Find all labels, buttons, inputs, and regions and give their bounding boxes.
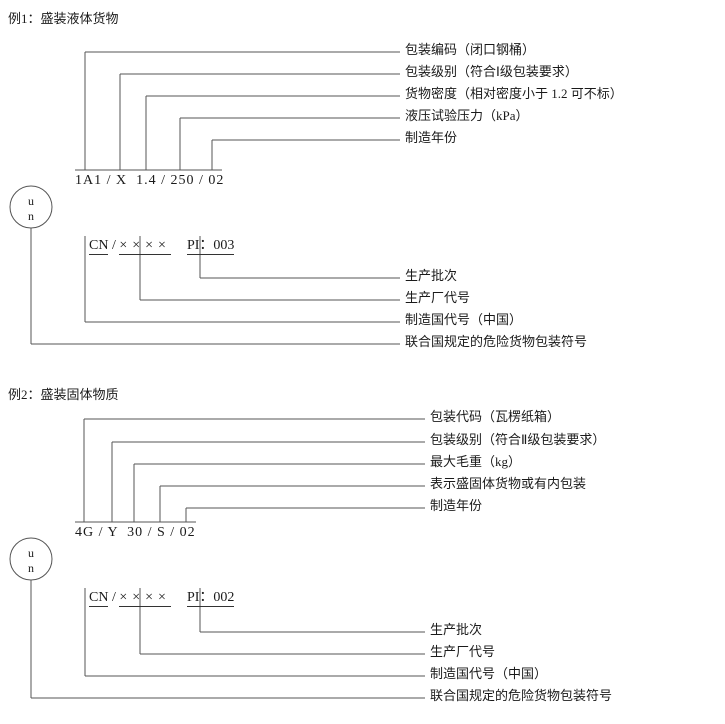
- ex2-separator: /: [108, 590, 120, 605]
- un-symbol-icon: [9, 537, 53, 581]
- ex1-label-packaging-level: 包装级别（符合Ⅰ级包装要求）: [405, 64, 578, 79]
- ex2-un-letter-n: n: [28, 561, 34, 575]
- ex1-un-letter-u: u: [28, 194, 34, 208]
- ex1-label-manufacturer-code: 生产厂代号: [405, 290, 471, 305]
- ex1-label-manufacture-year: 制造年份: [405, 130, 458, 145]
- ex1-batch-number: PI：003: [186, 238, 235, 255]
- ex2-manufacturer-code: ××××: [119, 590, 171, 607]
- ex2-label-manufacture-year: 制造年份: [430, 498, 483, 513]
- ex2-label-un-symbol: 联合国规定的危险货物包装符号: [430, 688, 613, 703]
- ex2-label-production-batch: 生产批次: [430, 622, 483, 637]
- ex2-batch-number: PI：002: [186, 590, 235, 607]
- ex2-cn-line: CN / ×××× PI：002: [75, 570, 235, 622]
- ex1-label-test-pressure: 液压试验压力（kPa）: [405, 108, 529, 123]
- ex1-marking-code: 1A1 / X 1.4 / 250 / 02: [75, 173, 225, 188]
- ex2-label-max-gross-weight: 最大毛重（kg）: [430, 454, 522, 469]
- ex2-un-letter-u: u: [28, 546, 34, 560]
- ex2-country-code: CN: [89, 590, 109, 607]
- ex1-separator: /: [108, 238, 120, 253]
- example1-title: 例1：盛装液体货物: [8, 11, 119, 26]
- ex1-label-country-code: 制造国代号（中国）: [405, 312, 523, 327]
- ex1-un-letter-n: n: [28, 209, 34, 223]
- ex2-label-packaging-code: 包装代码（瓦楞纸箱）: [430, 409, 561, 424]
- ex1-cn-line: CN / ×××× PI：003: [75, 218, 235, 270]
- un-symbol-icon: [9, 185, 53, 229]
- ex1-country-code: CN: [89, 238, 109, 255]
- ex1-manufacturer-code: ××××: [119, 238, 171, 255]
- ex1-label-packaging-code: 包装编码（闭口钢桶）: [405, 42, 536, 57]
- ex2-label-packaging-level: 包装级别（符合Ⅱ级包装要求）: [430, 432, 606, 447]
- ex1-label-production-batch: 生产批次: [405, 268, 458, 283]
- ex2-label-manufacturer-code: 生产厂代号: [430, 644, 496, 659]
- ex2-label-country-code: 制造国代号（中国）: [430, 666, 548, 681]
- example2-title: 例2：盛装固体物质: [8, 387, 119, 402]
- ex1-label-un-symbol: 联合国规定的危险货物包装符号: [405, 334, 588, 349]
- ex2-marking-code: 4G / Y 30 / S / 02: [75, 525, 196, 540]
- ex2-label-solid-or-inner-packaging: 表示盛固体货物或有内包装: [430, 476, 587, 491]
- ex1-label-cargo-density: 货物密度（相对密度小于 1.2 可不标）: [405, 86, 623, 101]
